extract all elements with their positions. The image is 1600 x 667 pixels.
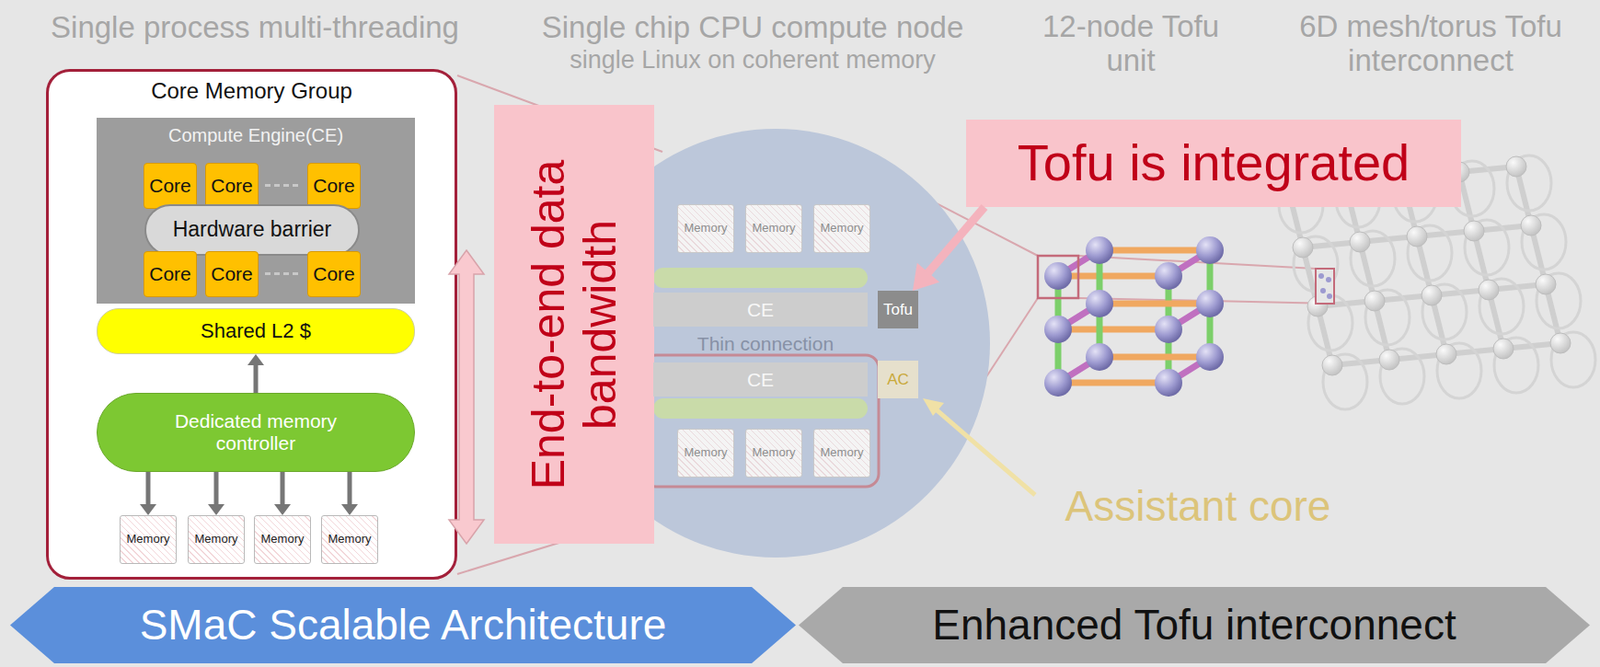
connection-note: Thin connection	[664, 333, 867, 356]
memory-chip: Memory	[813, 428, 871, 478]
node-text: Enhanced Tofu interconnect	[932, 601, 1456, 650]
memory-chip: Memory	[813, 204, 871, 254]
node-text: Memory	[752, 446, 796, 461]
node-text: Memory	[820, 221, 864, 236]
core-box: Core	[307, 162, 361, 209]
node-text: AC	[886, 370, 910, 389]
assistant-core-pointer	[922, 398, 1036, 495]
bandwidth-arrow	[448, 250, 484, 544]
node-text: Core Memory Group	[150, 79, 353, 104]
compute-engine-bar: CE	[653, 292, 868, 327]
node-text: Core	[149, 263, 192, 286]
core-box: Core	[307, 251, 361, 298]
node-text: Tofu	[883, 300, 913, 319]
node-text: Memory	[328, 532, 372, 547]
memory-chip: Memory	[745, 428, 803, 478]
callout-banner: Tofu is integrated	[966, 119, 1462, 208]
core-memory-group: Core Memory GroupCompute Engine(CE)CoreC…	[46, 69, 458, 580]
memory-controller: Dedicated memory controller	[96, 392, 415, 472]
node-text: End-to-end data bandwidth	[522, 117, 626, 532]
memory-chip: Memory	[253, 515, 311, 565]
node-text: Memory	[261, 532, 305, 547]
cmg-highlight	[643, 355, 879, 487]
node-text: Tofu is integrated	[1017, 134, 1410, 193]
core-box: Core	[205, 162, 259, 209]
connector-arrow	[207, 471, 225, 516]
section-arrow: Enhanced Tofu interconnect	[798, 587, 1590, 664]
compute-engine-bar: CE	[653, 362, 868, 397]
tofu-unit-cube	[1037, 236, 1224, 397]
connector-arrow	[912, 207, 985, 291]
shared-cache: Shared L2 $	[96, 308, 415, 355]
node-text: Memory	[684, 221, 728, 236]
memory-chip: Memory	[321, 515, 379, 565]
section-arrow: SMaC Scalable Architecture	[10, 587, 796, 664]
node-text: Hardware barrier	[172, 218, 333, 242]
memory-bus	[653, 398, 868, 419]
connector-arrow	[341, 471, 358, 516]
node-text: CE	[747, 368, 774, 392]
node-text: Memory	[195, 532, 239, 547]
node-text: CE	[747, 299, 774, 322]
assistant-core-label: Assistant core	[1032, 483, 1364, 531]
section-heading: 12-node Tofu unit	[1024, 10, 1237, 79]
section-heading: Single process multi-threading	[15, 11, 495, 46]
section-heading: Single chip CPU compute node	[513, 11, 992, 46]
hardware-barrier: Hardware barrier	[144, 204, 360, 256]
memory-chip: Memory	[187, 515, 245, 565]
memory-chip: Memory	[677, 428, 735, 478]
callout-banner: End-to-end data bandwidth	[494, 104, 655, 544]
memory-chip: Memory	[745, 204, 803, 254]
core-box: Core	[143, 162, 197, 209]
node-text: Core	[312, 174, 356, 197]
node-text: Core	[149, 174, 192, 197]
section-heading: 6D mesh/torus Tofu interconnect	[1278, 10, 1583, 79]
memory-chip: Memory	[677, 204, 735, 254]
node-text: Core	[312, 263, 356, 286]
tofu-block: Tofu	[877, 290, 919, 329]
memory-chip: Memory	[119, 515, 177, 565]
node-text: Memory	[820, 446, 864, 461]
section-subheading: single Linux on coherent memory	[513, 46, 992, 74]
node-text: SMaC Scalable Architecture	[139, 601, 668, 650]
core-box: Core	[143, 251, 197, 298]
connector-arrow	[274, 471, 291, 516]
node-text: Core	[210, 174, 254, 197]
connector-arrow	[247, 354, 265, 393]
core-box: Core	[205, 251, 259, 298]
node-text: Dedicated memory controller	[145, 410, 367, 454]
node-text: Compute Engine(CE)	[168, 125, 344, 146]
core-ellipsis	[264, 184, 299, 276]
node-text: Shared L2 $	[200, 320, 311, 344]
node-text: Memory	[126, 532, 171, 547]
node-text: Core	[210, 263, 254, 286]
assistant-core-block: AC	[877, 360, 919, 399]
memory-bus	[653, 267, 868, 288]
connector-arrow	[139, 471, 157, 516]
node-text: Memory	[684, 446, 728, 461]
compute-engine: Compute Engine(CE)CoreCoreCoreHardware b…	[96, 117, 415, 304]
node-text: Memory	[752, 221, 796, 236]
